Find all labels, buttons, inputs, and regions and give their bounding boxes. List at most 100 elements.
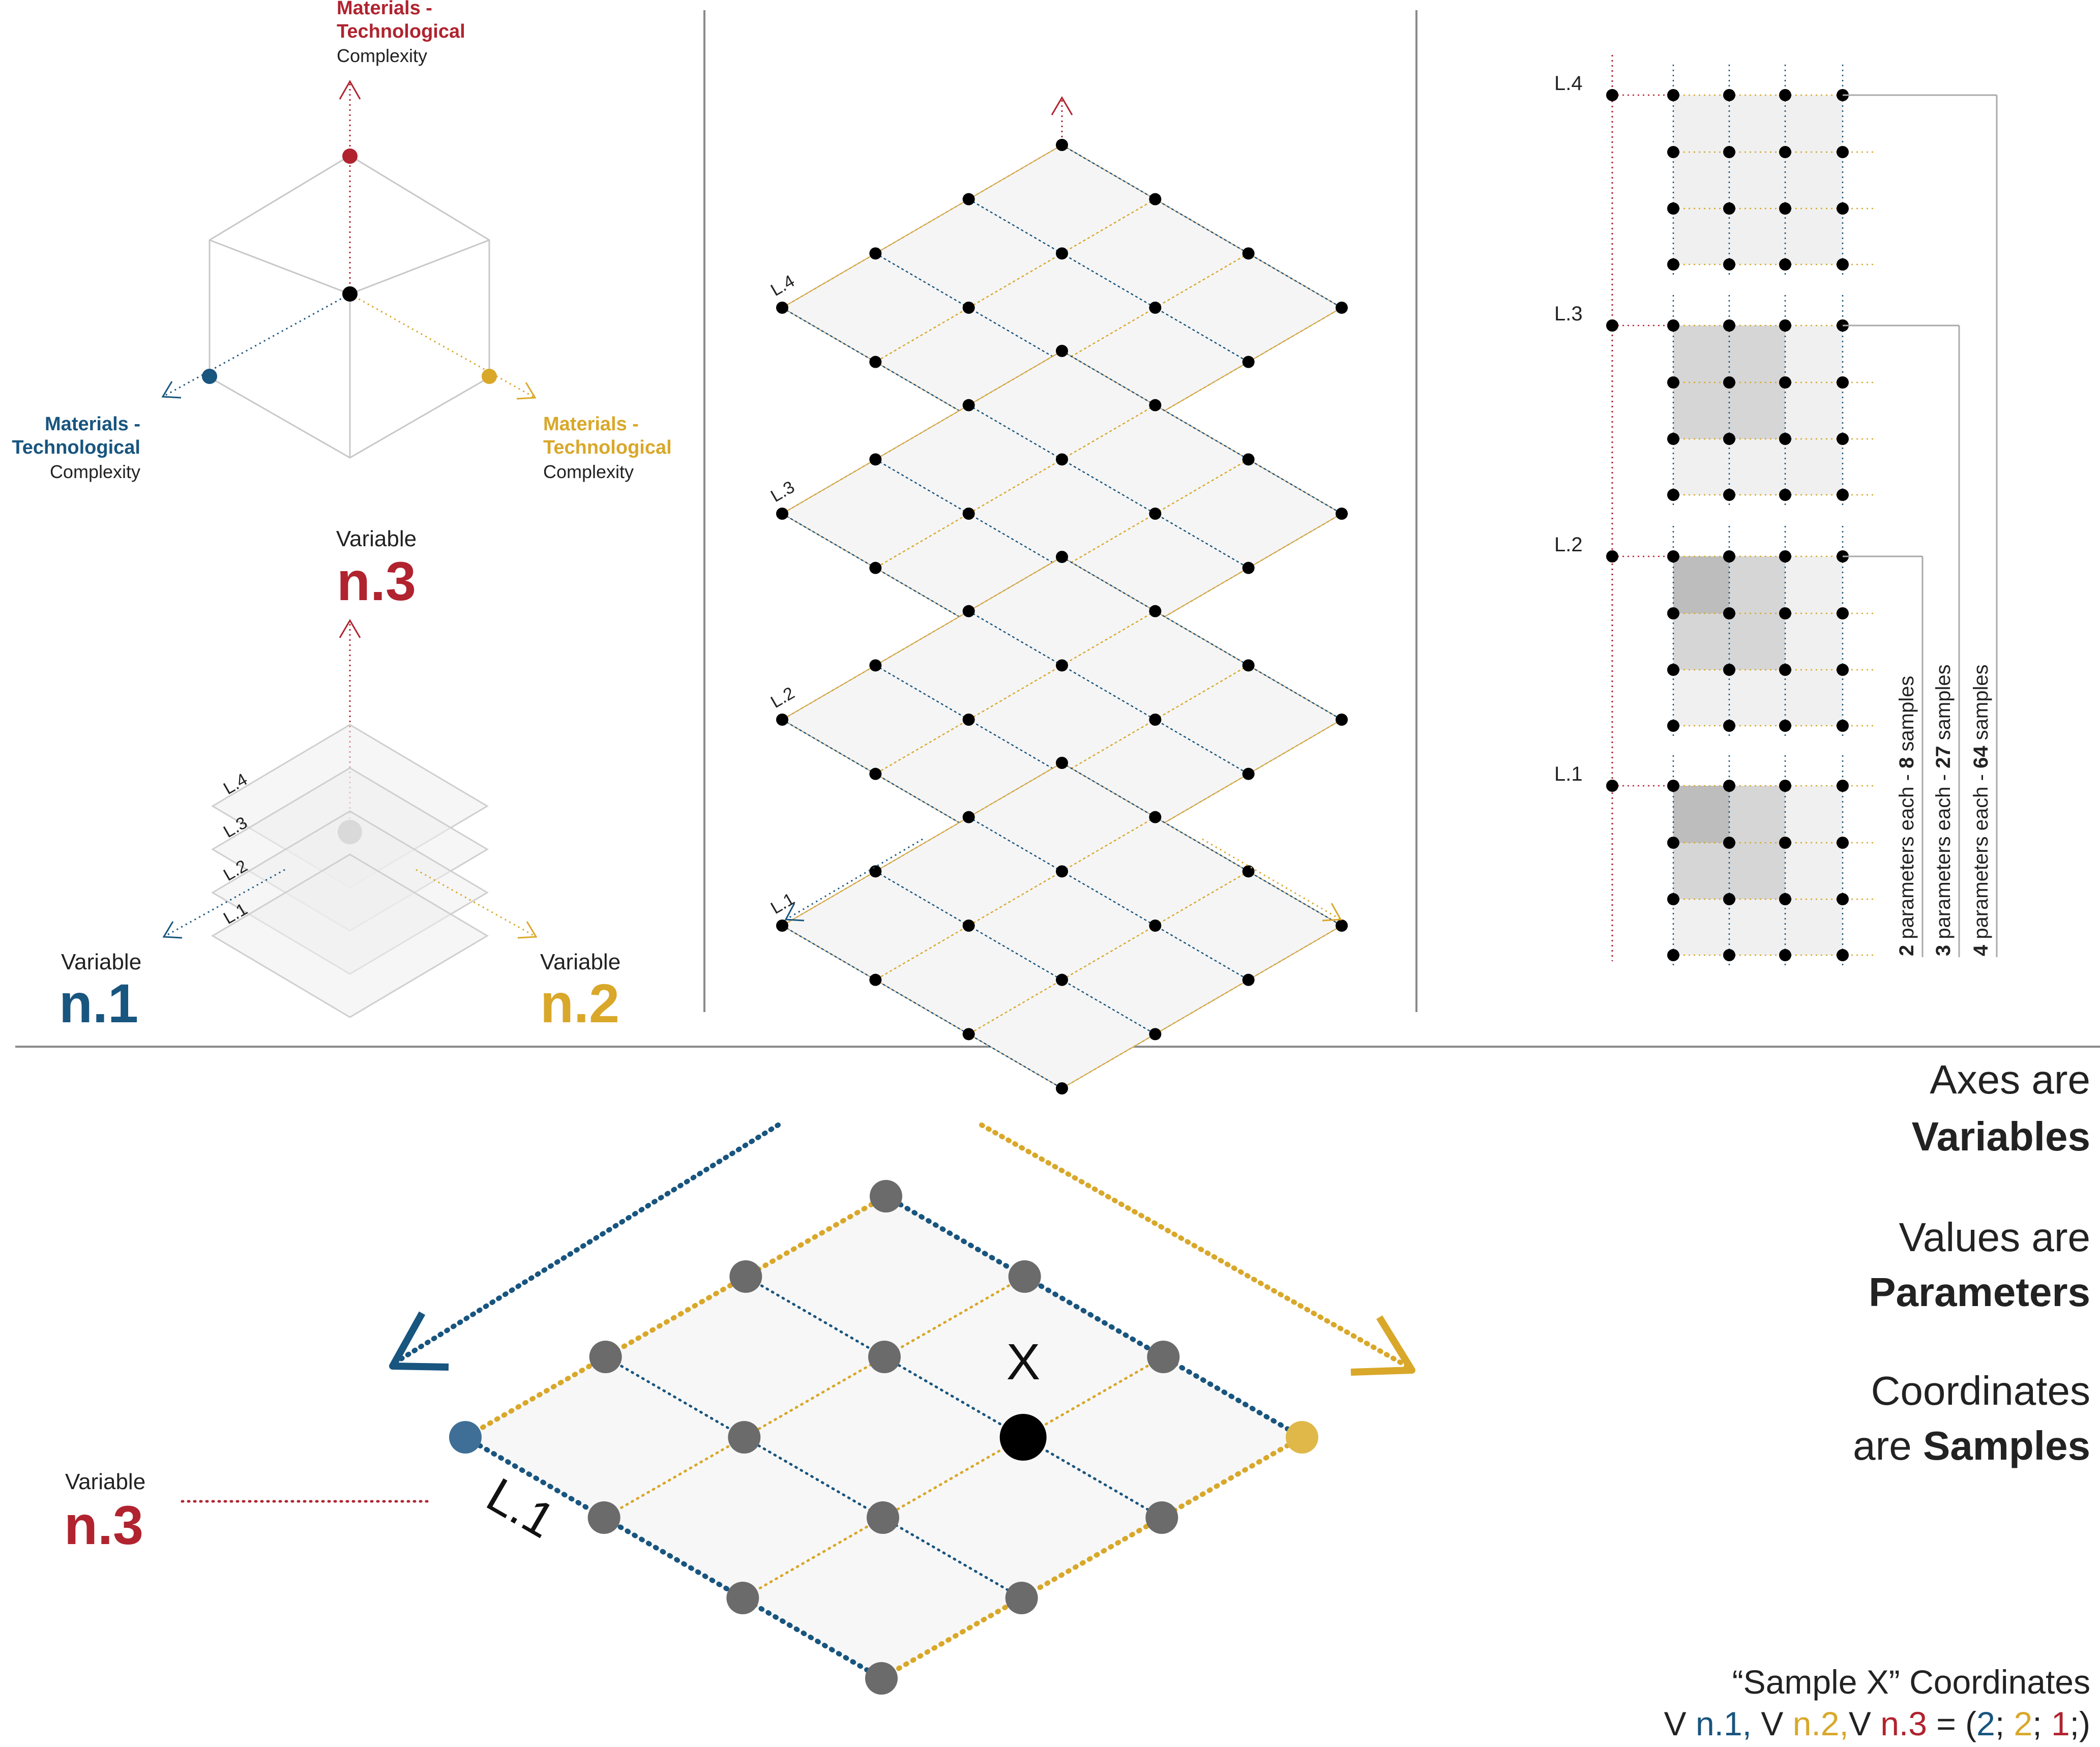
flat-grid-node	[1779, 949, 1791, 961]
node-origin	[342, 286, 358, 302]
stack-axis-yellow	[1202, 838, 1341, 921]
bracket-label-count: 27	[1932, 746, 1955, 768]
big-grid-node	[726, 1582, 759, 1614]
flat-grid-node	[1723, 607, 1735, 619]
flat-level-node	[1606, 89, 1618, 101]
stack-level-label: L.2	[767, 683, 798, 712]
stack-level-1-yellow-line	[781, 144, 1063, 309]
variable-n3-value: n.3	[337, 550, 416, 612]
big-grid-yellow-line	[879, 1435, 1305, 1681]
stack-axis-blue-arrowhead	[784, 903, 805, 922]
stack-level-4-yellow-line	[1061, 925, 1343, 1089]
stack-node	[962, 508, 975, 520]
stack-node	[869, 973, 882, 986]
variable-n2-caption: Variable	[540, 950, 620, 974]
stack-level-4-yellow-line	[781, 762, 1063, 927]
flat-grid-node	[1667, 780, 1679, 792]
left-axis-label-line2: Technological	[12, 437, 140, 458]
coord-equals: = (	[1927, 1705, 1976, 1742]
coord-v2-prefix: V	[1752, 1705, 1793, 1742]
big-grid-node	[867, 1501, 899, 1534]
stack-node	[1242, 453, 1255, 466]
coord-c1: 2	[1976, 1705, 1995, 1742]
big-arrow-yellow-head	[1350, 1315, 1415, 1376]
axes-cube-panel: Materials - Technological Complexity Mat…	[12, 0, 671, 482]
stack-node	[1056, 659, 1068, 672]
stack-node	[869, 865, 882, 878]
stack-node	[962, 605, 975, 617]
big-grid-yellow-line	[463, 1194, 889, 1440]
flat-level-label: L.4	[1554, 72, 1583, 95]
flat-grid-node	[1779, 893, 1791, 905]
coord-v2: n.2,	[1793, 1705, 1849, 1742]
stack-node	[1336, 302, 1348, 314]
stack-axis-red-arrowhead	[1051, 96, 1073, 115]
stack-node	[1056, 453, 1068, 466]
big-grid-node	[1005, 1582, 1038, 1614]
flat-grid-node	[1779, 607, 1791, 619]
legend-are-samples: are Samples	[1853, 1423, 2090, 1468]
big-grid-plane	[465, 1196, 1302, 1678]
legend-are: are	[1853, 1423, 1923, 1468]
flat-grid-node	[1723, 146, 1735, 158]
big-grid-node	[870, 1180, 902, 1212]
flat-grid-node	[1667, 89, 1679, 101]
flat-grid-node	[1779, 720, 1791, 732]
cube-outline	[209, 155, 490, 459]
big-grid-node	[868, 1341, 901, 1373]
flat-grid-node	[1779, 837, 1791, 849]
stack-level-2-blue-line	[968, 404, 1249, 569]
big-grid-node-yellow	[1286, 1421, 1318, 1454]
flat-grid-node	[1837, 893, 1849, 905]
flat-grid-node	[1667, 489, 1679, 501]
stack-node	[869, 453, 882, 466]
coord-c2: 2	[2014, 1705, 2033, 1742]
stack-node	[1242, 247, 1255, 260]
flat-grid-node	[1667, 893, 1679, 905]
stack-level-4: L.1	[767, 757, 1348, 1094]
flat-grid-node	[1779, 664, 1791, 676]
flat-level-label: L.1	[1554, 763, 1583, 785]
stack-node	[1149, 714, 1162, 726]
flat-grid-node	[1837, 433, 1849, 445]
bracket-label-count: 8	[1896, 757, 1918, 768]
big-sample-grid	[449, 1180, 1318, 1695]
bracket-label: 3 parameters each - 27 samples	[1932, 664, 1955, 956]
variables-planes-panel: L.4L.3L.2L.1 Variable n.3 Variable n.1 V…	[59, 526, 620, 1034]
stack-level-2-blue-line	[1061, 350, 1343, 515]
top-axis-label-line3: Complexity	[337, 45, 427, 66]
bracket-label-lead: 4	[1970, 944, 1992, 956]
stack-node	[1056, 551, 1068, 563]
big-grid-node-blue	[449, 1421, 482, 1454]
variable-plane	[211, 853, 489, 1018]
stack-level-3-blue-line	[968, 610, 1249, 775]
stack-node	[1149, 1028, 1162, 1041]
big-grid-node	[1008, 1260, 1041, 1293]
flat-grid-node	[1779, 433, 1791, 445]
stack-level-3-yellow-line	[781, 556, 1063, 721]
coord-sep2: ;	[2032, 1705, 2051, 1742]
stack-node	[1336, 920, 1348, 932]
stack-level-label: L.4	[767, 271, 798, 300]
right-axis-label-line2: Technological	[543, 437, 672, 458]
axis-blue-arrowhead	[161, 381, 182, 399]
flat-level-2: L.3	[1554, 295, 1877, 505]
big-grid-node	[1145, 1501, 1178, 1534]
left-axis-label-line1: Materials -	[45, 413, 140, 435]
flat-level-1: L.4	[1554, 65, 1877, 275]
stack-node	[869, 659, 882, 672]
stack-node	[1242, 659, 1255, 672]
flat-grid-node	[1723, 258, 1735, 271]
flat-grid-node	[1723, 837, 1735, 849]
node-red	[342, 149, 358, 164]
stack-level-4-blue-line	[875, 871, 1156, 1035]
flat-grid-node	[1779, 202, 1791, 215]
stack-level-3-blue-line	[1061, 556, 1343, 721]
variables-center-node	[338, 820, 362, 844]
stack-node	[962, 811, 975, 823]
stack-node	[1149, 302, 1162, 314]
top-axis-label-line2: Technological	[337, 21, 465, 42]
flat-grid-node	[1667, 607, 1679, 619]
coord-v3-prefix: V	[1849, 1705, 1880, 1742]
